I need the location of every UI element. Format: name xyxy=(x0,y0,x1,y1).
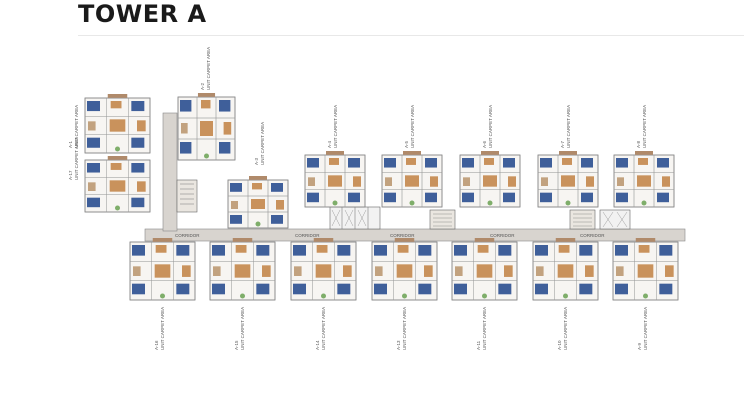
stair-core-center xyxy=(429,209,456,230)
unit-label: A-5 xyxy=(404,141,409,149)
unit-caption: UNIT CARPET AREA xyxy=(563,307,568,350)
corridor-label: CORRIDOR xyxy=(390,233,415,238)
unit-label: A-7 xyxy=(560,141,565,149)
unit-caption: UNIT CARPET AREA xyxy=(643,307,648,350)
unit-caption: UNIT CARPET AREA xyxy=(402,307,407,350)
spine-corridor xyxy=(162,112,178,232)
unit-caption: UNIT CARPET AREA xyxy=(488,105,493,148)
unit-label: A-2 xyxy=(200,83,205,91)
unit-label: A-9 xyxy=(637,343,642,351)
corridor-label: CORRIDOR xyxy=(580,233,605,238)
unit-label: A-16 xyxy=(154,340,159,350)
unit-caption: UNIT CARPET AREA xyxy=(160,307,165,350)
corridor-label: CORRIDOR xyxy=(295,233,320,238)
corridor-label: CORRIDOR xyxy=(175,233,200,238)
unit-label: A-3 xyxy=(254,158,259,166)
page-title: TOWER A xyxy=(78,0,207,28)
main-corridor xyxy=(144,228,686,242)
unit-caption: UNIT CARPET AREA xyxy=(410,105,415,148)
unit-caption: UNIT CARPET AREA xyxy=(566,105,571,148)
unit-label: A-8 xyxy=(636,141,641,149)
stair-core-right xyxy=(569,209,631,230)
unit-label: A-14 xyxy=(315,340,320,350)
unit-label: A-17 xyxy=(68,170,73,180)
unit-caption: UNIT CARPET AREA xyxy=(642,105,647,148)
unit-label: A-4 xyxy=(327,141,332,149)
unit-caption: UNIT CARPET AREA xyxy=(206,47,211,90)
lift-core-center xyxy=(329,206,381,230)
corridor-label: CORRIDOR xyxy=(490,233,515,238)
unit-caption: UNIT CARPET AREA xyxy=(333,105,338,148)
unit-label: A-10 xyxy=(557,340,562,350)
unit-caption: UNIT CARPET AREA xyxy=(74,105,79,148)
unit-caption: UNIT CARPET AREA xyxy=(240,307,245,350)
unit-caption: UNIT CARPET AREA xyxy=(260,122,265,165)
unit-caption: UNIT CARPET AREA xyxy=(482,307,487,350)
unit-label: A-15 xyxy=(234,340,239,350)
stair-core-left xyxy=(176,179,198,213)
unit-caption: UNIT CARPET AREA xyxy=(321,307,326,350)
unit-label: A-11 xyxy=(476,340,481,350)
unit-label: A-13 xyxy=(396,340,401,350)
unit-label: A-6 xyxy=(482,141,487,149)
header-divider xyxy=(78,35,744,36)
unit-caption: UNIT CARPET AREA xyxy=(74,137,79,180)
unit-label: A-1 xyxy=(68,141,73,149)
